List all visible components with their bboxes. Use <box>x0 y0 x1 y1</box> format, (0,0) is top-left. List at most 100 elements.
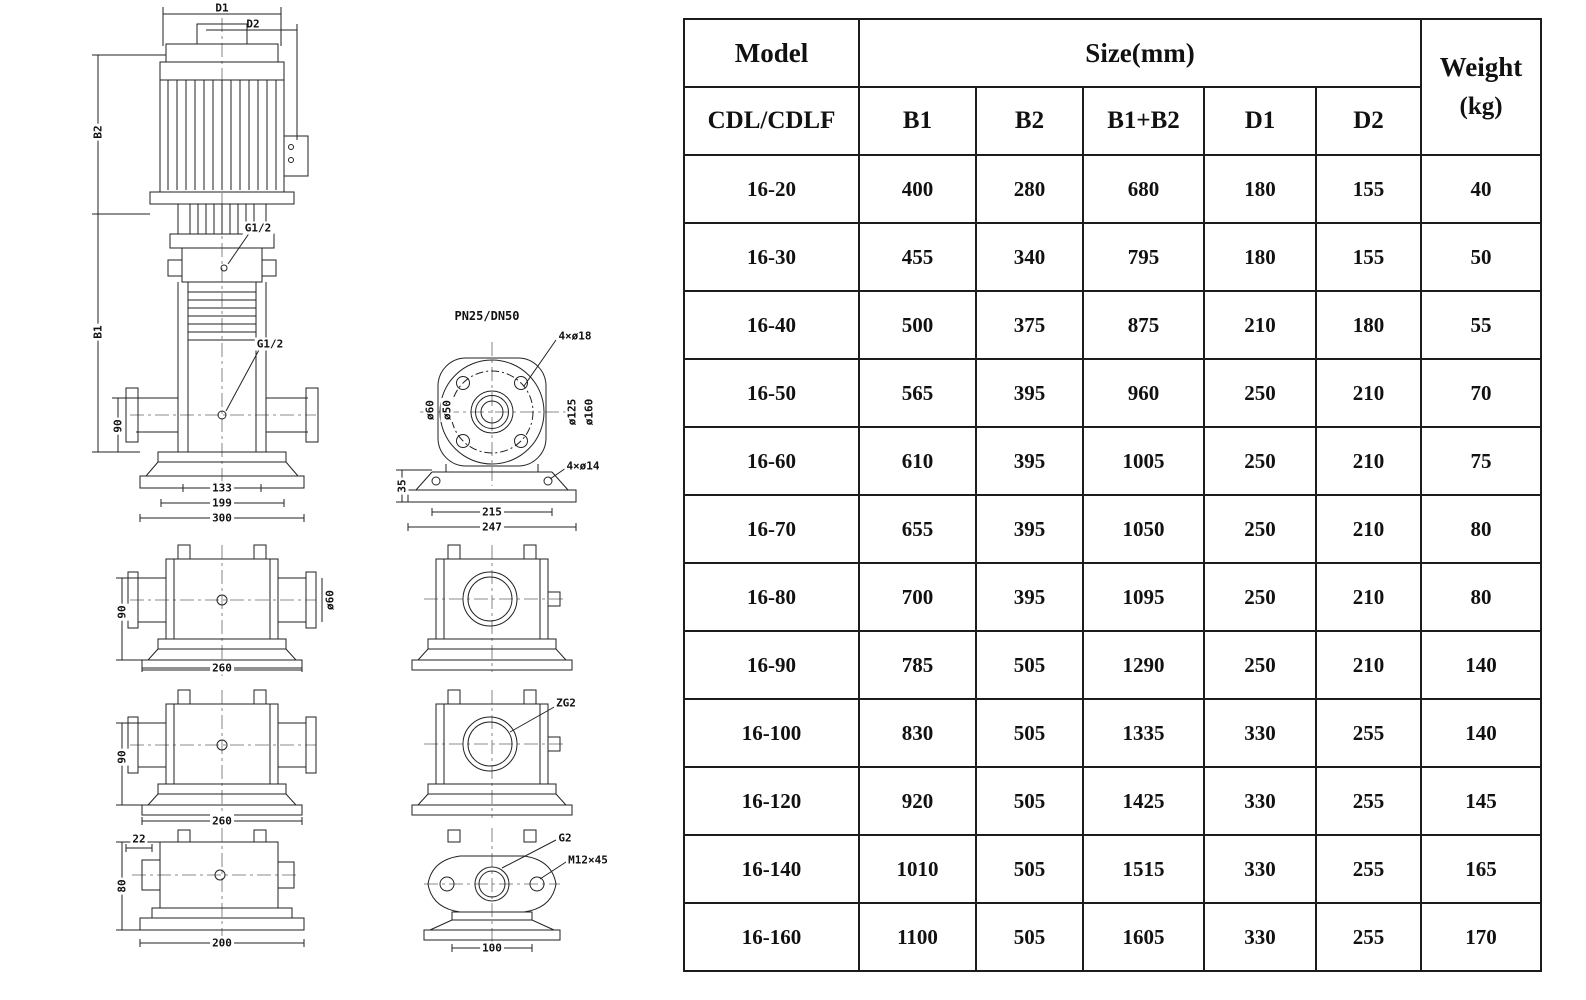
cell-b1: 1100 <box>858 902 977 972</box>
cell-b1: 920 <box>858 766 977 836</box>
dim-label-flange-125: ø125 <box>565 396 579 428</box>
cell-weight: 55 <box>1420 290 1543 360</box>
cell-model: 16-40 <box>683 290 860 360</box>
dim-label-flange-50: ø50 <box>440 398 454 422</box>
cell-d2: 210 <box>1314 358 1423 428</box>
cell-d1: 250 <box>1203 426 1317 496</box>
header-d1: D1 <box>1203 86 1317 156</box>
cell-weight: 165 <box>1420 834 1543 904</box>
dim-label-90-front: 90 <box>111 417 125 435</box>
cell-weight: 80 <box>1420 494 1543 564</box>
dim-label-215: 215 <box>480 505 504 519</box>
cell-b1: 610 <box>858 426 977 496</box>
pump-technical-drawing <box>92 7 577 952</box>
cell-d1: 250 <box>1203 358 1317 428</box>
cell-b1: 500 <box>858 290 977 360</box>
cell-weight: 170 <box>1420 902 1543 972</box>
dim-label-247: 247 <box>480 520 504 534</box>
cell-b2: 280 <box>975 154 1084 224</box>
header-d2: D2 <box>1314 86 1423 156</box>
header-size-group: Size(mm) <box>857 18 1423 88</box>
side-view-c <box>116 829 305 947</box>
cell-model: 16-120 <box>683 766 860 836</box>
cell-b2: 340 <box>975 222 1084 292</box>
cell-weight: 40 <box>1420 154 1543 224</box>
cell-b1: 1010 <box>858 834 977 904</box>
cell-b1b2: 1050 <box>1082 494 1205 564</box>
cell-weight: 70 <box>1420 358 1543 428</box>
cell-model: 16-70 <box>683 494 860 564</box>
cell-b1b2: 680 <box>1082 154 1205 224</box>
cell-b2: 505 <box>975 902 1084 972</box>
dim-label-90-a: 90 <box>115 603 129 621</box>
cell-b2: 505 <box>975 834 1084 904</box>
cell-b1: 785 <box>858 630 977 700</box>
cell-d1: 250 <box>1203 494 1317 564</box>
cell-b1: 455 <box>858 222 977 292</box>
header-model: Model <box>683 18 860 88</box>
dim-label-133: 133 <box>210 481 234 495</box>
cell-d2: 210 <box>1314 562 1423 632</box>
cell-weight: 50 <box>1420 222 1543 292</box>
cell-d2: 255 <box>1314 902 1423 972</box>
flange-top-view <box>396 339 577 531</box>
dim-label-300: 300 <box>210 511 234 525</box>
cell-model: 16-60 <box>683 426 860 496</box>
dim-label-flange-60: ø60 <box>423 398 437 422</box>
port-label-g-mid: G1/2 <box>254 337 286 351</box>
cell-weight: 140 <box>1420 630 1543 700</box>
cell-weight: 75 <box>1420 426 1543 496</box>
dim-label-80: 80 <box>115 877 129 895</box>
cell-d1: 250 <box>1203 630 1317 700</box>
cell-b1b2: 795 <box>1082 222 1205 292</box>
dim-label-d2: D2 <box>246 17 260 31</box>
header-model-series: CDL/CDLF <box>683 86 860 156</box>
port-label-g-top: G1/2 <box>242 221 274 235</box>
cell-b1b2: 875 <box>1082 290 1205 360</box>
dim-label-4x14: 4×ø14 <box>564 459 602 473</box>
cell-b1: 565 <box>858 358 977 428</box>
cell-d2: 155 <box>1314 222 1423 292</box>
cell-model: 16-100 <box>683 698 860 768</box>
cell-weight: 80 <box>1420 562 1543 632</box>
port-label-zg2: ZG2 <box>554 696 578 710</box>
cell-d2: 255 <box>1314 698 1423 768</box>
cell-b1b2: 1005 <box>1082 426 1205 496</box>
cell-d1: 210 <box>1203 290 1317 360</box>
dim-label-35: 35 <box>395 477 409 495</box>
port-view-b <box>411 689 573 816</box>
cell-d1: 330 <box>1203 902 1317 972</box>
cell-d1: 250 <box>1203 562 1317 632</box>
cell-b2: 505 <box>975 698 1084 768</box>
cell-d1: 330 <box>1203 834 1317 904</box>
anchor-view <box>423 829 567 952</box>
dim-label-260-b: 260 <box>210 814 234 828</box>
header-b2: B2 <box>975 86 1084 156</box>
cell-weight: 140 <box>1420 698 1543 768</box>
header-b1b2: B1+B2 <box>1082 86 1205 156</box>
cell-d2: 255 <box>1314 834 1423 904</box>
dim-label-m12: M12×45 <box>566 853 610 867</box>
cell-b1b2: 1095 <box>1082 562 1205 632</box>
dim-label-b2: B2 <box>91 123 105 141</box>
cell-b1b2: 1515 <box>1082 834 1205 904</box>
cell-d2: 155 <box>1314 154 1423 224</box>
cell-b2: 395 <box>975 494 1084 564</box>
dim-label-22: 22 <box>130 832 148 846</box>
cell-b2: 395 <box>975 358 1084 428</box>
cell-model: 16-140 <box>683 834 860 904</box>
port-label-g2: G2 <box>556 831 574 845</box>
dimensions-table: Model Size(mm) Weight (kg) CDL/CDLF B1 B… <box>683 18 1543 972</box>
dim-label-100: 100 <box>480 941 504 955</box>
